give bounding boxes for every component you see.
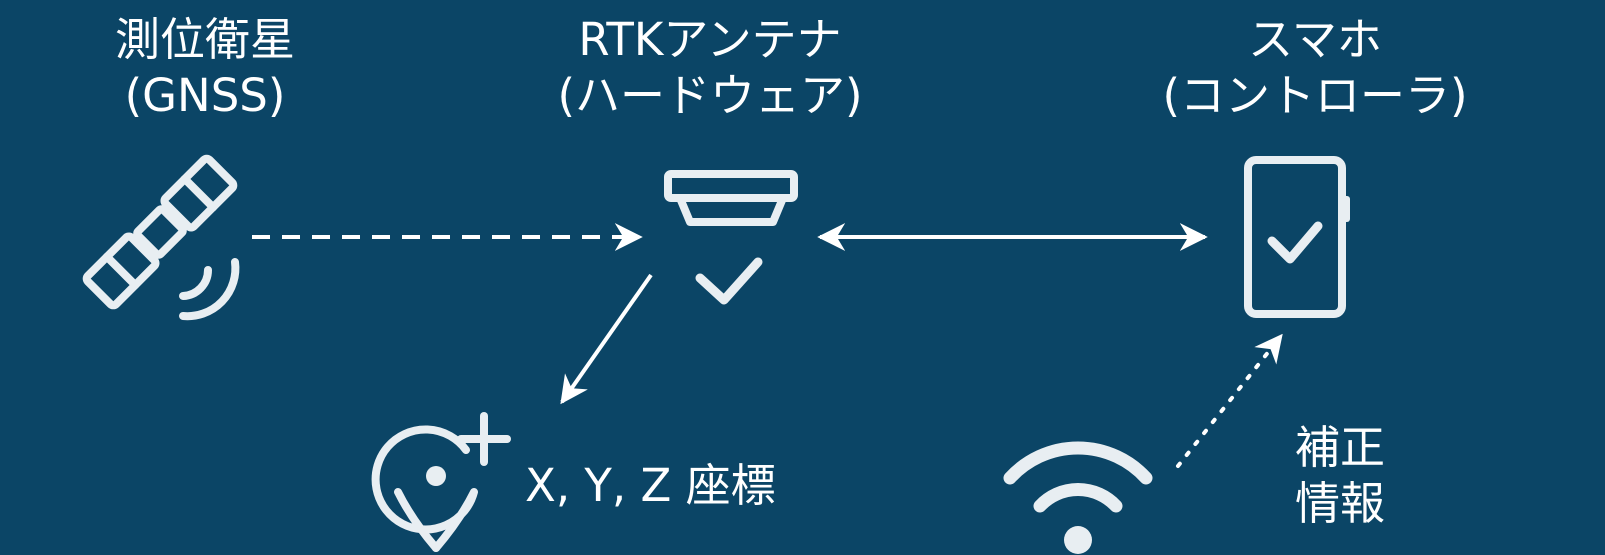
wifi-dot bbox=[1064, 526, 1092, 554]
smartphone-icon bbox=[1244, 156, 1350, 318]
satellite-label: 測位衛星 (GNSS) bbox=[80, 12, 330, 124]
antenna-label-line2: (ハードウェア) bbox=[557, 69, 863, 122]
correction-label: 補正 情報 bbox=[1270, 420, 1410, 532]
satellite-icon bbox=[82, 154, 240, 321]
check-icon bbox=[695, 257, 763, 305]
satellite-label-line1: 測位衛星 bbox=[114, 13, 295, 66]
antenna-label: RTKアンテナ (ハードウェア) bbox=[490, 12, 930, 124]
rtk-antenna-icon bbox=[664, 170, 798, 226]
output-arrow bbox=[560, 273, 653, 405]
phone-label-line2: (コントローラ) bbox=[1162, 69, 1468, 122]
satellite-label-line2: (GNSS) bbox=[124, 69, 286, 122]
coordinates-label: X, Y, Z 座標 bbox=[525, 459, 776, 512]
location-pin-dot bbox=[426, 466, 446, 486]
correction-label-line1: 補正 bbox=[1294, 421, 1385, 474]
location-pin-plus-icon bbox=[371, 412, 511, 552]
correction-label-line2: 情報 bbox=[1294, 477, 1385, 530]
antenna-label-line1: RTKアンテナ bbox=[578, 13, 842, 66]
correction-data-arrow bbox=[1176, 333, 1283, 468]
wifi-icon bbox=[1003, 441, 1153, 513]
phone-label: スマホ (コントローラ) bbox=[1125, 12, 1505, 124]
phone-label-line1: スマホ bbox=[1248, 13, 1382, 66]
